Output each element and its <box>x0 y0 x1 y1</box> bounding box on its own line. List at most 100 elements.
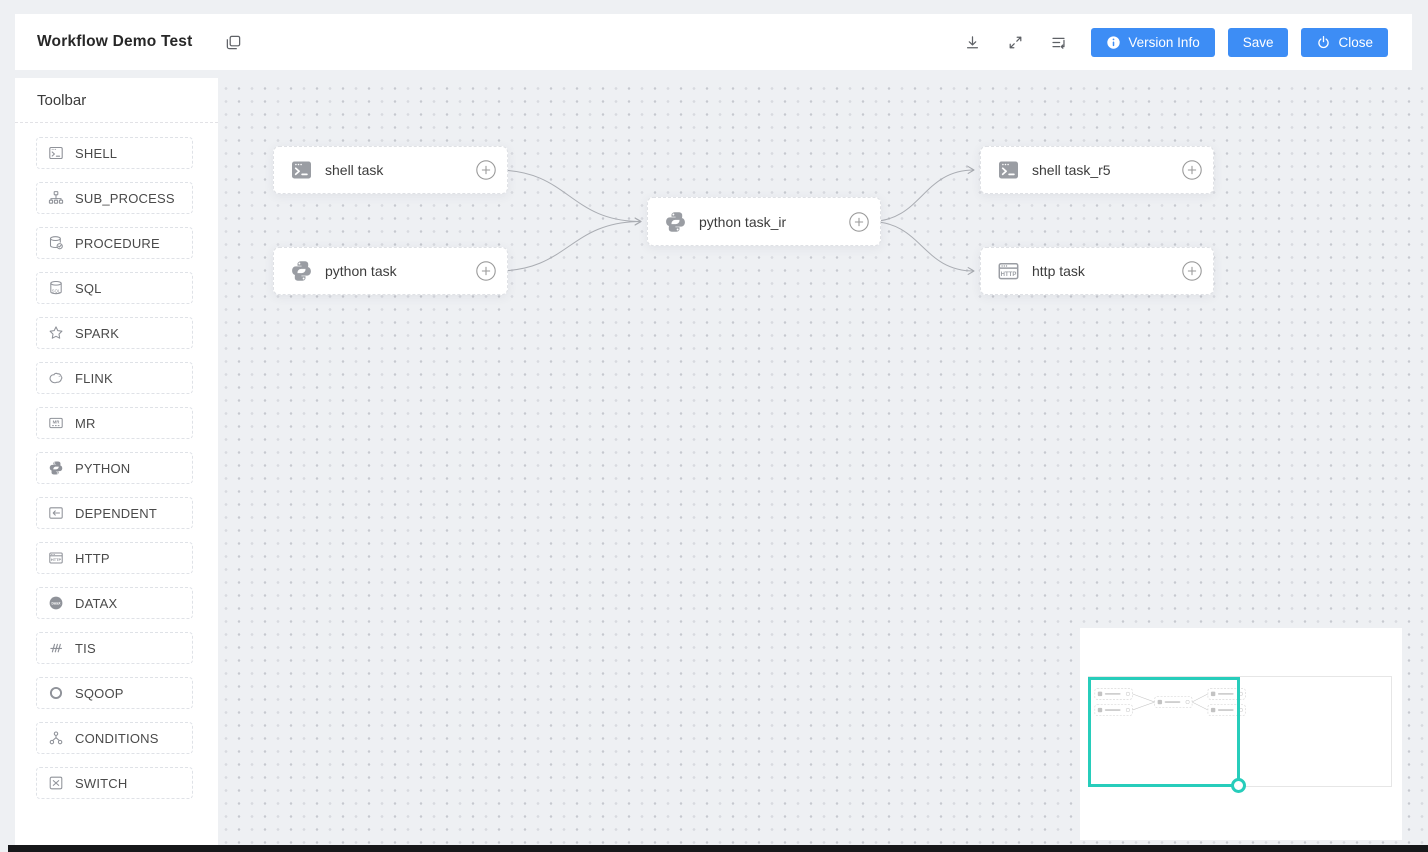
python-icon <box>48 460 64 476</box>
bottom-bar <box>8 845 1428 852</box>
save-label: Save <box>1242 34 1274 50</box>
minimap-node-shell-task <box>1094 688 1133 700</box>
minimap-edge <box>1132 701 1155 711</box>
toolbar-item-sql[interactable]: SQL SQL <box>36 272 193 304</box>
dag-node-python-task-ir[interactable]: python task_ir <box>647 197 881 246</box>
copy-workflow-icon[interactable] <box>225 34 242 51</box>
shell-icon <box>289 158 314 182</box>
add-connection-button[interactable] <box>476 160 496 180</box>
add-connection-button[interactable] <box>849 211 869 232</box>
svg-text:MR: MR <box>53 419 61 424</box>
toolbar-item-tis[interactable]: TIS <box>36 632 193 664</box>
sql-icon: SQL <box>48 280 64 296</box>
python-icon <box>663 210 688 234</box>
version-info-label: Version Info <box>1128 34 1200 50</box>
minimap[interactable] <box>1080 628 1402 840</box>
flink-icon <box>48 370 64 386</box>
edge-python-task-ir-to-shell-task-r5[interactable] <box>869 166 975 222</box>
minimap-edge <box>1132 693 1155 703</box>
add-connection-button[interactable] <box>476 261 496 281</box>
add-connection-button[interactable] <box>1182 261 1202 281</box>
toolbar-item-http[interactable]: HTTP HTTP <box>36 542 193 574</box>
edge-python-task-ir-to-http-task[interactable] <box>869 221 975 275</box>
minimap-node-python-task <box>1094 704 1133 716</box>
svg-text:HTTP: HTTP <box>1001 272 1017 278</box>
toolbar-item-spark[interactable]: SPARK <box>36 317 193 349</box>
minimap-resize-handle[interactable] <box>1231 778 1246 793</box>
toolbar-item-label: PYTHON <box>75 460 131 476</box>
node-label: shell task_r5 <box>1032 162 1111 178</box>
close-button[interactable]: Close <box>1301 27 1388 57</box>
tis-icon <box>48 640 64 656</box>
format-dag-icon[interactable] <box>1050 34 1067 51</box>
power-icon <box>1316 35 1331 50</box>
toolbar-item-label: SQL <box>75 280 102 296</box>
shell-icon <box>996 158 1021 182</box>
version-info-button[interactable]: Version Info <box>1091 27 1215 57</box>
svg-text:DataX: DataX <box>51 601 61 605</box>
toolbar-item-procedure[interactable]: PROCEDURE <box>36 227 193 259</box>
page-title: Workflow Demo Test <box>37 33 193 50</box>
dag-node-shell-task[interactable]: shell task <box>273 146 508 194</box>
toolbar-item-shell[interactable]: SHELL <box>36 137 193 169</box>
toolbar-item-sqoop[interactable]: SQOOP <box>36 677 193 709</box>
switch-icon <box>48 775 64 791</box>
toolbar-item-mr[interactable]: MR MR <box>36 407 193 439</box>
toolbar-item-label: TIS <box>75 640 96 656</box>
edge-shell-task-to-python-task-ir[interactable] <box>496 169 642 226</box>
toolbar-item-sub_process[interactable]: SUB_PROCESS <box>36 182 193 214</box>
download-icon[interactable] <box>964 34 981 51</box>
toolbar-item-label: SQOOP <box>75 685 124 701</box>
dag-node-python-task[interactable]: python task <box>273 247 508 295</box>
header-buttons: Version Info Save Close <box>1091 27 1388 57</box>
toolbar-item-label: SWITCH <box>75 775 128 791</box>
toolbar-item-conditions[interactable]: CONDITIONS <box>36 722 193 754</box>
toolbar-item-label: SPARK <box>75 325 120 341</box>
minimap-node-shell-task-r5 <box>1207 688 1246 700</box>
toolbar-item-python[interactable]: PYTHON <box>36 452 193 484</box>
toolbar-item-list: SHELL SUB_PROCESS PROCEDURE SQL SQL SPARK FLIN… <box>15 123 218 799</box>
procedure-icon <box>48 235 64 251</box>
toolbar-item-label: HTTP <box>75 550 110 566</box>
svg-text:HTTP: HTTP <box>51 557 62 562</box>
node-label: python task_ir <box>699 213 787 230</box>
svg-text:SQL: SQL <box>52 288 61 293</box>
shell-icon <box>48 145 64 161</box>
info-icon <box>1106 35 1121 50</box>
save-button[interactable]: Save <box>1227 27 1289 57</box>
toolbar-item-label: MR <box>75 415 96 431</box>
toolbar-item-label: FLINK <box>75 370 113 386</box>
fullscreen-icon[interactable] <box>1007 34 1024 51</box>
spark-icon <box>48 325 64 341</box>
header-actions: Version Info Save Close <box>964 27 1412 57</box>
dependent-icon <box>48 505 64 521</box>
close-label: Close <box>1338 34 1373 50</box>
minimap-viewport[interactable] <box>1088 677 1246 793</box>
mr-icon: MR <box>48 415 64 431</box>
minimap-mini-graph <box>1094 688 1246 716</box>
minimap-graph-preview <box>1088 676 1392 787</box>
edge-python-task-to-python-task-ir[interactable] <box>496 217 642 272</box>
conditions-icon <box>48 730 64 746</box>
sqoop-icon <box>48 685 64 701</box>
toolbar-item-dependent[interactable]: DEPENDENT <box>36 497 193 529</box>
toolbar-item-label: PROCEDURE <box>75 235 160 251</box>
http-icon: HTTP <box>996 259 1021 283</box>
sub_process-icon <box>48 190 64 206</box>
toolbar-item-label: DATAX <box>75 595 118 611</box>
add-connection-button[interactable] <box>1182 160 1202 180</box>
toolbar-title: Toolbar <box>15 78 218 123</box>
dag-node-shell-task-r5[interactable]: shell task_r5 <box>980 146 1214 194</box>
toolbar-item-switch[interactable]: SWITCH <box>36 767 193 799</box>
toolbar-item-label: DEPENDENT <box>75 505 157 521</box>
node-label: python task <box>325 263 397 279</box>
toolbar-item-label: CONDITIONS <box>75 730 159 746</box>
node-label: shell task <box>325 162 384 178</box>
minimap-node-python-task-ir <box>1154 696 1193 708</box>
toolbar-item-datax[interactable]: DataX DATAX <box>36 587 193 619</box>
dag-canvas[interactable]: shell task python task python task_ir shell… <box>218 78 1428 845</box>
toolbar-item-flink[interactable]: FLINK <box>36 362 193 394</box>
